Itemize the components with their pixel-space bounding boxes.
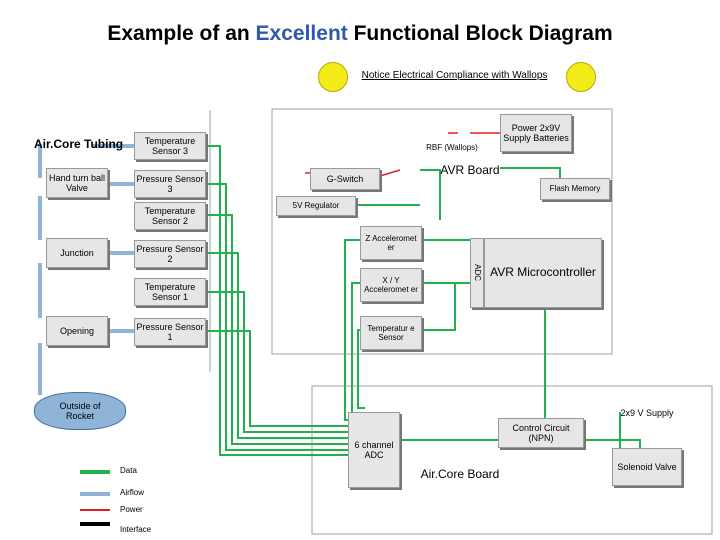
title-accent: Excellent xyxy=(255,22,348,45)
flash-memory: Flash Memory xyxy=(540,178,610,200)
power-supply-batteries: Power 2x9V Supply Batteries xyxy=(500,114,572,152)
legend-interface-label: Interface xyxy=(120,525,152,534)
5v-regulator: 5V Regulator xyxy=(276,196,356,216)
z-accelerometer: Z Acceleromet er xyxy=(360,226,422,260)
opening-box: Opening xyxy=(46,316,108,346)
outside-of-rocket-cloud: Outside of Rocket xyxy=(34,392,126,430)
legend-power-swatch xyxy=(80,509,110,511)
legend-power-label: Power xyxy=(120,505,143,514)
rbf-label: RBF (Wallops) xyxy=(426,143,478,152)
pressure-sensor-3: Pressure Sensor 3 xyxy=(134,170,206,198)
page-title: Example of an Excellent Functional Block… xyxy=(0,22,720,46)
smiley-icon xyxy=(566,62,596,92)
aircore-tubing-label: Air.Core Tubing xyxy=(34,137,124,151)
g-switch: G-Switch xyxy=(310,168,380,190)
pressure-sensor-2: Pressure Sensor 2 xyxy=(134,240,206,268)
aircore-board-label: Air.Core Board xyxy=(420,467,500,481)
compliance-notice: Notice Electrical Compliance with Wallop… xyxy=(361,70,548,81)
legend-data-label: Data xyxy=(120,466,137,475)
adc-label: ADC xyxy=(472,264,482,282)
title-prefix: Example of an xyxy=(107,22,256,45)
avr-microcontroller: AVR Microcontroller xyxy=(484,238,602,308)
outside-of-rocket-label: Outside of Rocket xyxy=(59,400,101,421)
solenoid-valve: Solenoid Valve xyxy=(612,448,682,486)
six-channel-adc: 6 channel ADC xyxy=(348,412,400,488)
avr-board-label: AVR Board xyxy=(440,163,500,177)
temperature-sensor-2: Temperature Sensor 2 xyxy=(134,202,206,230)
legend-interface-swatch xyxy=(80,522,110,526)
hand-turn-ball-valve: Hand turn ball Valve xyxy=(46,168,108,198)
smiley-icon xyxy=(318,62,348,92)
temperature-sensor-1: Temperature Sensor 1 xyxy=(134,278,206,306)
aircore-supply-label: 2x9 V Supply xyxy=(620,408,674,418)
control-circuit: Control Circuit (NPN) xyxy=(498,418,584,448)
adc-strip: ADC xyxy=(470,238,484,308)
legend-data-swatch xyxy=(80,470,110,474)
legend-airflow-label: Airflow xyxy=(120,488,145,497)
xy-accelerometer: X / Y Acceleromet er xyxy=(360,268,422,302)
junction-box: Junction xyxy=(46,238,108,268)
title-suffix: Functional Block Diagram xyxy=(347,22,613,45)
legend-airflow-swatch xyxy=(80,492,110,496)
pressure-sensor-1: Pressure Sensor 1 xyxy=(134,318,206,346)
temperature-sensor-3: Temperature Sensor 3 xyxy=(134,132,206,160)
temperature-sensor-avr: Temperatur e Sensor xyxy=(360,316,422,350)
aircore-board-outline xyxy=(311,385,713,535)
avr-board-outline xyxy=(271,108,613,355)
